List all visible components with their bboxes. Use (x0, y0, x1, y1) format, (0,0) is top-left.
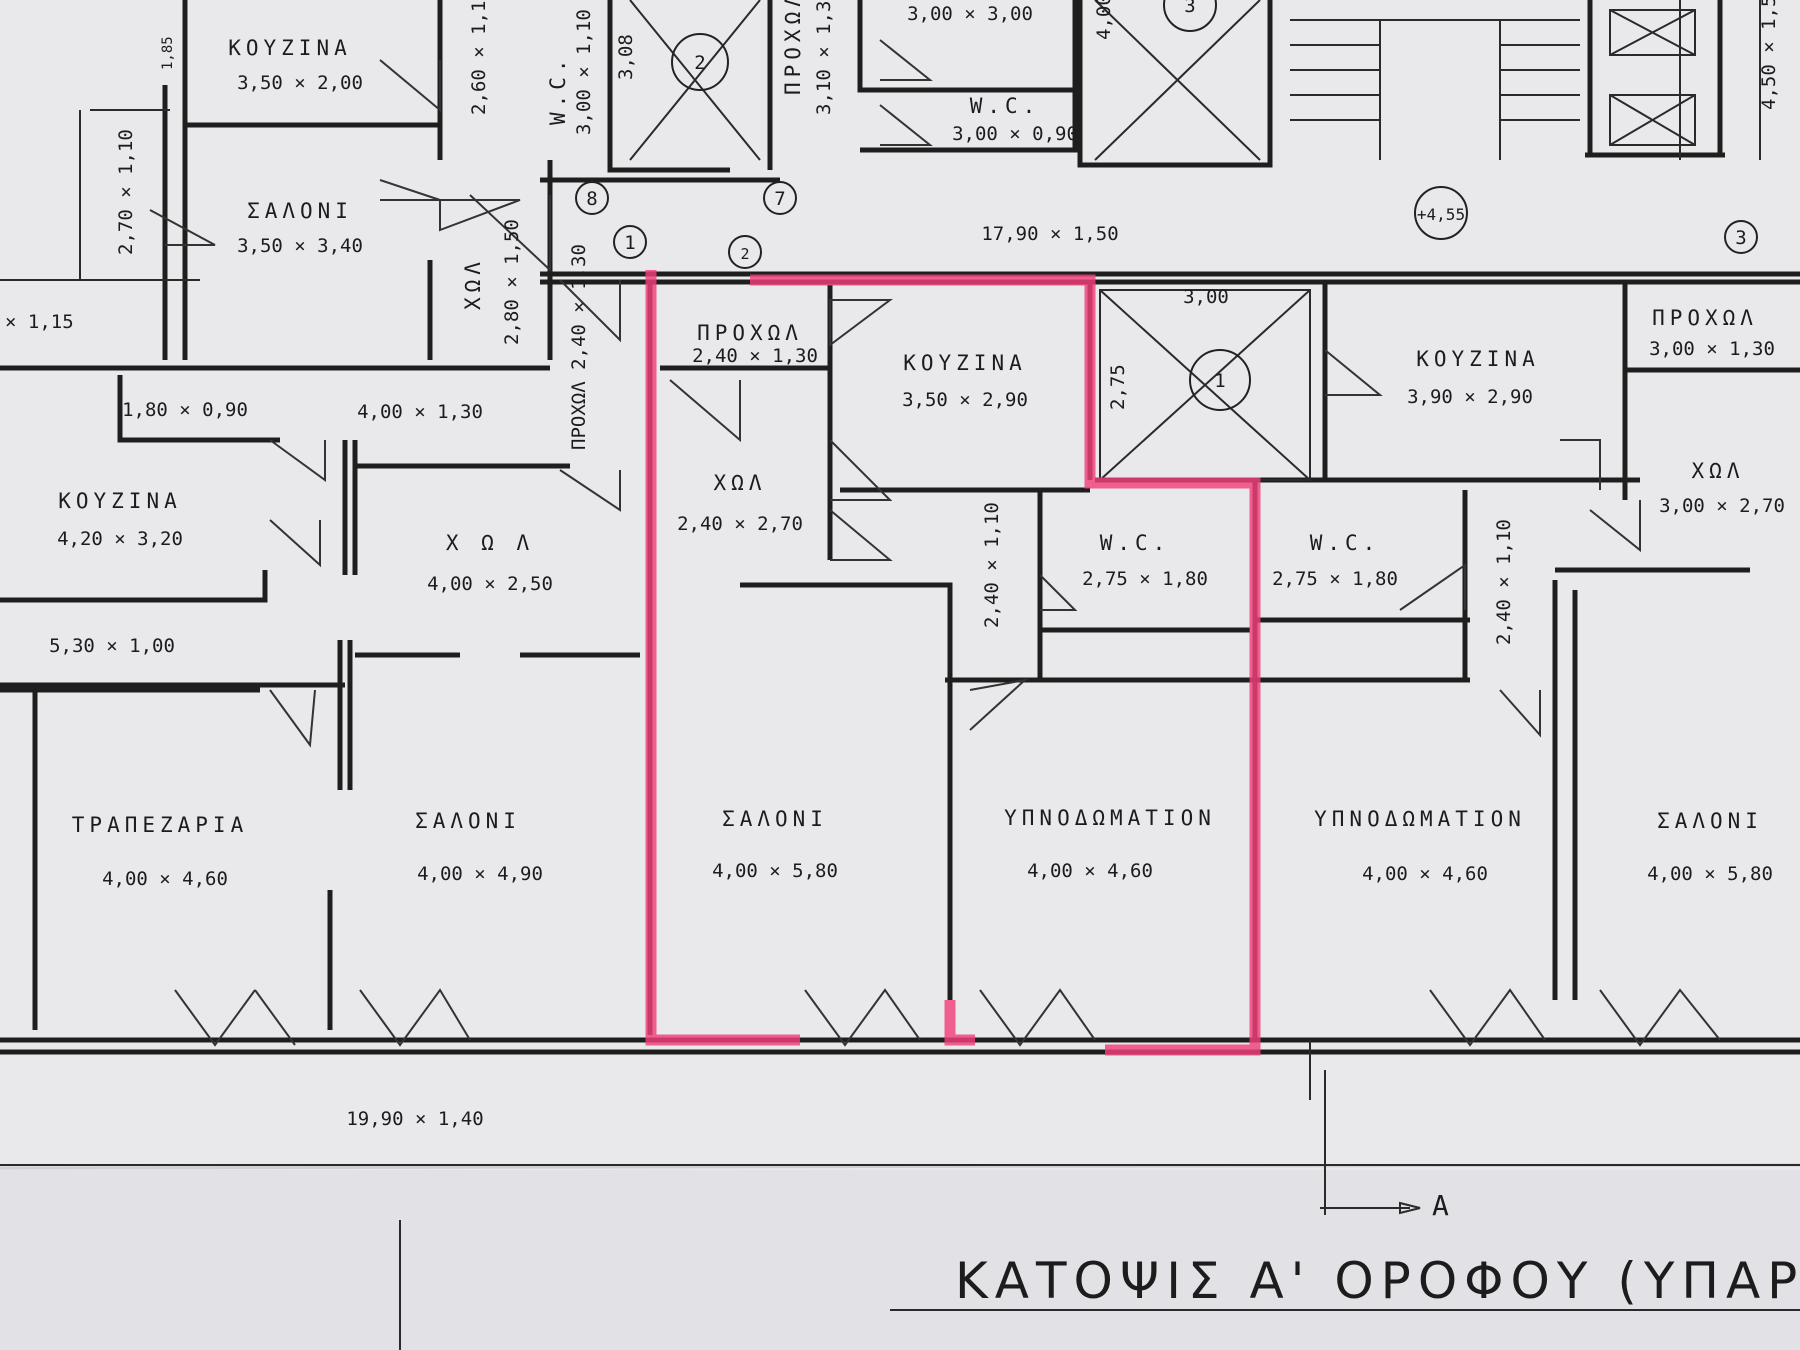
room-name-bedroom-center: ΥΠΝΟΔΩΜΑΤΙΟΝ (1004, 806, 1216, 830)
room-dims-kitchen-top-left: 3,50 × 2,00 (237, 72, 363, 94)
room-name-hall-right: ΧΩΛ (1692, 459, 1745, 483)
room-labels: ΚΟΥΖΙΝΑ 3,50 × 2,00 ΣΑΛΟΝΙ 3,50 × 3,40 Κ… (57, 3, 1785, 890)
room-name-dining: ΤΡΑΠΕΖΑΡΙΑ (72, 813, 248, 837)
door-swings (149, 39, 1721, 1047)
marker-label-2: 2 (740, 245, 749, 263)
room-name-wc-top: W.C. (970, 94, 1041, 118)
room-dims-salon-top-left: 3,50 × 3,40 (237, 235, 363, 257)
marker-label-7: 7 (774, 188, 785, 210)
room-dims-salon-center: 4,00 × 5,80 (712, 860, 838, 882)
shaft-marker-2: 2 (694, 52, 705, 74)
marker-label-3: 3 (1735, 227, 1746, 249)
paper-fold-shade (0, 1170, 1800, 1350)
room-name-wc-right: W.C. (1310, 531, 1381, 555)
room-dims-salon-left: 4,00 × 4,90 (417, 863, 543, 885)
room-dims-wc-right: 2,75 × 1,80 (1272, 568, 1398, 590)
room-name-salon-left: ΣΑΛΟΝΙ (415, 809, 521, 833)
room-dims-wc-center: 2,75 × 1,80 (1082, 568, 1208, 590)
highlighted-apartment-outline (645, 270, 1261, 1056)
level-marker: +4,55 (1417, 205, 1465, 224)
vlabel-proxol-top-dims: 3,10 × 1,30 (813, 0, 835, 115)
shaft-marker-1: 1 (1214, 370, 1225, 392)
grid-markers (575, 181, 1758, 269)
room-name-kitchen-left: ΚΟΥΖΙΝΑ (58, 489, 182, 513)
vlabel-wc-top-left: W.C. (546, 54, 570, 125)
room-dims-salon-right: 4,00 × 5,80 (1647, 863, 1773, 885)
room-name-kitchen-top-left: ΚΟΥΖΙΝΑ (228, 36, 352, 60)
dim-balcony-top: 17,90 × 1,50 (981, 223, 1118, 245)
room-dims-top-3x3: 3,00 × 3,00 (907, 3, 1033, 25)
room-name-hall-center: ΧΩΛ (714, 471, 767, 495)
marker-label-8: 8 (586, 188, 597, 210)
room-name-salon-center: ΣΑΛΟΝΙ (722, 807, 828, 831)
vlabel-wc-top-left-dims: 3,00 × 1,10 (573, 9, 595, 135)
room-dims-wc-top: 3,00 × 0,90 (952, 123, 1078, 145)
dimension-labels: 19,90 × 1,40 17,90 × 1,50 4,00 × 1,30 1,… (5, 223, 1229, 1130)
vlabel-hall-left: ΧΩΛ (461, 257, 485, 310)
room-name-hall-left: Χ Ω Λ (446, 531, 534, 555)
section-marker: A (1432, 1189, 1449, 1222)
dim-edge-left: × 1,15 (5, 311, 74, 333)
room-dims-hall-center: 2,40 × 2,70 (677, 513, 803, 535)
room-name-kitchen-right: ΚΟΥΖΙΝΑ (1416, 347, 1540, 371)
room-dims-proxol-center: 2,40 × 1,30 (692, 345, 818, 367)
shaft-marker-3: 3 (1184, 0, 1195, 17)
room-name-bedroom-right: ΥΠΝΟΔΩΜΑΤΙΟΝ (1314, 807, 1526, 831)
vertical-labels: ΠΡΟΧΩΛ 2,40 × 1,30 ΧΩΛ 2,80 × 1,50 2,70 … (115, 0, 1780, 645)
vlabel-26-11: 2,60 × 1,10 (468, 0, 490, 115)
staircase (1290, 9, 1696, 160)
grid-marker-labels: 1 2 3 7 8 1 2 3 +4,55 A (586, 0, 1746, 1222)
dim-corridor: 4,00 × 1,30 (357, 401, 483, 423)
room-name-wc-center: W.C. (1100, 531, 1171, 555)
vlabel-45-15: 4,50 × 1,5 (1758, 0, 1780, 110)
room-dims-proxol-right: 3,00 × 1,30 (1649, 338, 1775, 360)
vlabel-proxol-top: ΠΡΟΧΩΛ (781, 0, 805, 95)
room-name-kitchen-center: ΚΟΥΖΙΝΑ (903, 351, 1027, 375)
room-dims-hall-right: 3,00 × 2,70 (1659, 495, 1785, 517)
vlabel-185: 1,85 (160, 36, 176, 70)
room-dims-kitchen-center: 3,50 × 2,90 (902, 389, 1028, 411)
room-dims-dining: 4,00 × 4,60 (102, 868, 228, 890)
room-name-salon-top-left: ΣΑΛΟΝΙ (247, 199, 353, 223)
vlabel-27-11: 2,70 × 1,10 (115, 129, 137, 255)
dim-balcony-left: 5,30 × 1,00 (49, 635, 175, 657)
room-dims-hall-left: 4,00 × 2,50 (427, 573, 553, 595)
vlabel-275: 2,75 (1107, 364, 1129, 410)
room-dims-bedroom-right: 4,00 × 4,60 (1362, 863, 1488, 885)
dim-balcony-bottom: 19,90 × 1,40 (346, 1108, 483, 1130)
plan-title: ΚΑΤΟΨΙΣ Α' ΟΡΟΦΟΥ (ΥΠΑΡΧ (955, 1252, 1800, 1310)
vlabel-24-11-b: 2,40 × 1,10 (1493, 519, 1515, 645)
marker-label-1: 1 (624, 232, 635, 254)
vlabel-24-11-a: 2,40 × 1,10 (981, 502, 1003, 628)
vlabel-hall-left-dims: 2,80 × 1,50 (501, 219, 523, 345)
room-dims-kitchen-right: 3,90 × 2,90 (1407, 386, 1533, 408)
dim-shaft-width: 3,00 (1183, 286, 1229, 308)
dim-small-wc: 1,80 × 0,90 (122, 399, 248, 421)
room-name-salon-right: ΣΑΛΟΝΙ (1657, 809, 1763, 833)
room-dims-kitchen-left: 4,20 × 3,20 (57, 528, 183, 550)
vlabel-proxol-left: ΠΡΟΧΩΛ 2,40 × 1,30 (568, 244, 590, 450)
room-dims-bedroom-center: 4,00 × 4,60 (1027, 860, 1153, 882)
room-name-proxol-center: ΠΡΟΧΩΛ (697, 321, 803, 345)
vlabel-400: 4,00 (1093, 0, 1115, 40)
room-name-proxol-right: ΠΡΟΧΩΛ (1652, 306, 1758, 330)
vlabel-308: 3,08 (615, 34, 637, 80)
